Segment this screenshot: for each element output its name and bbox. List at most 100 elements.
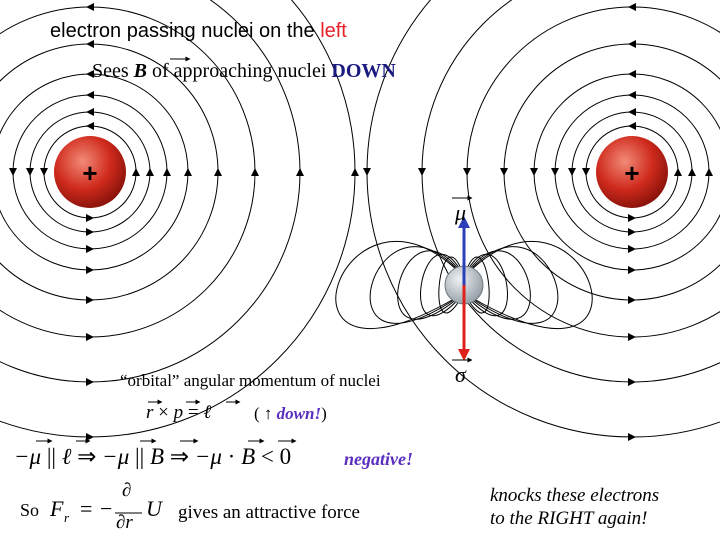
subtitle-direction: DOWN	[331, 60, 396, 82]
dipole-field-line	[463, 256, 490, 314]
field-arrowhead	[86, 40, 94, 48]
field-arrowhead	[351, 168, 359, 176]
sigma-label: σ	[455, 362, 467, 387]
field-arrowhead	[628, 296, 636, 304]
field-arrowhead	[530, 168, 538, 176]
so-label: So	[20, 500, 40, 520]
dipole-field-lines	[335, 241, 593, 329]
mu-label: μ	[454, 200, 466, 225]
field-arrowhead	[363, 168, 371, 176]
ff-eq: =	[80, 496, 93, 521]
field-arrowhead	[86, 333, 94, 341]
eq-l: ℓ	[61, 444, 72, 469]
dipole-field-line	[335, 241, 465, 329]
left-nucleus-charge: +	[82, 158, 97, 188]
field-arrowhead	[628, 228, 636, 236]
cp-times: ×	[158, 402, 169, 423]
dn-word: down!	[276, 404, 322, 423]
cp-l: ℓ	[203, 402, 212, 423]
dipole-field-line	[463, 241, 593, 329]
field-arrowhead	[40, 168, 48, 176]
field-arrowhead	[628, 3, 636, 11]
negative-label: negative!	[344, 449, 413, 469]
dn-close: )	[321, 404, 327, 423]
title-highlight: left	[320, 20, 347, 42]
sigma-label-group: σ	[452, 357, 473, 387]
dipole-field-line	[420, 253, 465, 317]
field-arrowhead	[86, 108, 94, 116]
right-nucleus-field-lines	[366, 0, 720, 438]
cp-equals: =	[187, 402, 199, 423]
field-arrowhead	[214, 168, 222, 176]
field-arrowhead	[26, 168, 34, 176]
eq-minus-mu2: −μ	[102, 444, 130, 469]
field-arrowhead	[86, 3, 94, 11]
field-arrowhead	[146, 168, 154, 176]
eq-lt-zero: < 0	[260, 444, 292, 469]
eq-parallel2: ||	[135, 444, 145, 469]
field-arrowhead	[163, 168, 171, 176]
field-arrowhead	[628, 70, 636, 78]
field-arrowhead	[184, 168, 192, 176]
field-line-arrows	[9, 3, 713, 441]
dn-arrow: ↑	[263, 404, 273, 423]
field-arrowhead	[628, 378, 636, 386]
field-arrowhead	[86, 91, 94, 99]
field-arrowhead	[628, 108, 636, 116]
eq-implies1: ⇒	[77, 444, 97, 469]
right-nucleus-charge: +	[624, 158, 639, 188]
field-arrowhead	[132, 168, 140, 176]
dn-open: (	[254, 404, 260, 423]
field-arrowhead	[86, 228, 94, 236]
field-arrowhead	[86, 122, 94, 130]
title-prefix: electron passing nuclei on the	[50, 20, 321, 42]
subtitle-text-b: of approaching nuclei	[147, 60, 332, 82]
field-arrowhead	[628, 91, 636, 99]
field-arrowhead	[674, 168, 682, 176]
direction-note: ( ↑ down!)	[254, 404, 327, 424]
field-arrowhead	[705, 168, 713, 176]
field-arrowhead	[628, 245, 636, 253]
eq-minus-mu: −μ	[14, 444, 42, 469]
field-arrowhead	[628, 122, 636, 130]
field-arrowhead	[86, 245, 94, 253]
mu-label-group: μ	[452, 195, 473, 225]
field-arrowhead	[628, 333, 636, 341]
knocks-line-2: to the RIGHT again!	[490, 508, 648, 529]
orbital-label: “orbital” angular momentum of nuclei	[120, 371, 381, 390]
ff-partial-den: ∂r	[116, 512, 133, 533]
ff-minus: −	[100, 496, 113, 521]
force-formula: F r = − ∂ ∂r U	[50, 480, 175, 536]
field-arrowhead	[582, 168, 590, 176]
eq-b2: B	[241, 444, 256, 469]
subtitle-b-symbol: B	[133, 60, 148, 82]
dipole-field-line	[463, 253, 508, 317]
field-arrowhead	[86, 266, 94, 274]
eq-b: B	[149, 444, 165, 469]
field-arrowhead	[86, 433, 94, 441]
left-nucleus	[54, 136, 126, 208]
field-arrowhead	[628, 40, 636, 48]
dipole-field-line	[438, 256, 465, 314]
field-arrowhead	[86, 70, 94, 78]
field-arrowhead	[628, 433, 636, 441]
ff-partial-num: ∂	[122, 480, 132, 501]
field-arrowhead	[86, 214, 94, 222]
field-arrowhead	[251, 168, 259, 176]
ff-f: F	[50, 496, 64, 521]
subtitle: Sees B of approaching nuclei DOWN	[92, 60, 396, 83]
eq-minus-mu3: −μ	[194, 444, 222, 469]
cp-r: r	[146, 402, 154, 423]
ff-sub: r	[64, 510, 70, 525]
field-arrowhead	[628, 266, 636, 274]
page-title: electron passing nuclei on the left	[50, 20, 347, 43]
attractive-force-text: gives an attractive force	[178, 502, 360, 523]
field-arrowhead	[551, 168, 559, 176]
dipole-field-line	[397, 250, 465, 320]
cp-p: p	[173, 402, 184, 423]
field-arrowhead	[418, 168, 426, 176]
field-arrowhead	[628, 214, 636, 222]
eq-dot: ·	[227, 444, 236, 469]
dipole-field-line	[463, 250, 531, 320]
